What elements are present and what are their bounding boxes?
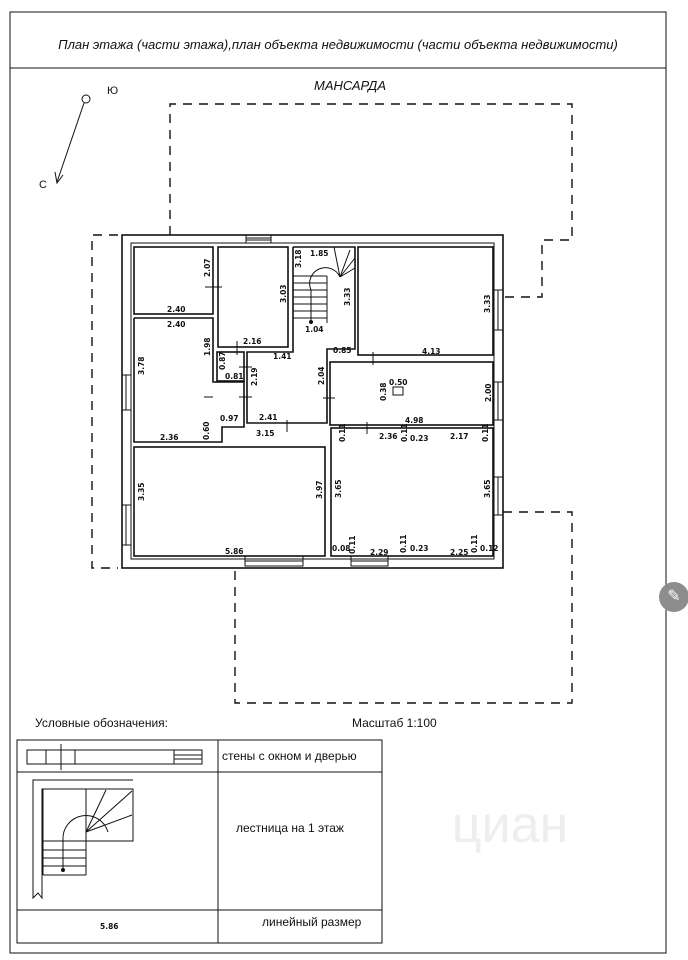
room-7 xyxy=(330,427,494,557)
compass-icon xyxy=(54,94,91,185)
dim-label: 0.12 xyxy=(480,544,499,553)
dim-label: 0.11 xyxy=(481,423,490,442)
legend-label-dimension: линейный размер xyxy=(262,915,362,929)
dim-label: 2.25 xyxy=(450,548,469,557)
dim-label: 3.18 xyxy=(294,249,303,268)
room-1 xyxy=(133,246,214,315)
dim-label: 2.36 xyxy=(160,433,179,442)
dim-label: 0.60 xyxy=(202,421,211,440)
dim-label: 0.23 xyxy=(410,434,429,443)
legend-wall-symbol xyxy=(26,744,203,770)
roof-outline-left xyxy=(91,234,118,569)
dim-label: 0.11 xyxy=(338,423,347,442)
dim-label: 0.50 xyxy=(389,378,408,387)
dim-label: 0.81 xyxy=(225,372,244,381)
chimney xyxy=(392,386,404,396)
legend-stair-symbol xyxy=(32,779,134,900)
dim-label: 2.40 xyxy=(167,320,186,329)
dim-label: 0.11 xyxy=(348,535,357,554)
dimension-labels: 2.07 2.40 2.40 3.03 1.85 3.18 3.33 1.04 … xyxy=(137,249,499,557)
dim-label: 2.19 xyxy=(250,367,259,386)
legend-table xyxy=(16,739,383,944)
dim-label: 3.03 xyxy=(279,284,288,303)
dim-label: 2.00 xyxy=(484,383,493,402)
dim-label: 3.78 xyxy=(137,356,146,375)
dim-label: 0.11 xyxy=(399,534,408,553)
dim-label: 3.35 xyxy=(137,482,146,501)
room-5 xyxy=(329,361,494,426)
edit-button[interactable]: ✎ xyxy=(659,582,688,612)
dim-label: 3.65 xyxy=(334,479,343,498)
dim-label: 0.85 xyxy=(333,346,352,355)
doors xyxy=(204,286,374,434)
room-4 xyxy=(133,317,245,443)
dim-label: 3.15 xyxy=(256,429,275,438)
dim-label: 2.41 xyxy=(259,413,278,422)
roof-outline-bottom xyxy=(234,511,573,704)
dim-label: 1.85 xyxy=(310,249,329,258)
dim-label: 0.11 xyxy=(400,423,409,442)
compass-north-label: С xyxy=(39,179,47,191)
dim-label: 0.23 xyxy=(410,544,429,553)
roof-outline-top xyxy=(169,103,573,298)
dim-label: 3.33 xyxy=(483,294,492,313)
dim-label: 0.97 xyxy=(220,414,239,423)
watermark-logo: циан xyxy=(452,796,568,854)
windows xyxy=(121,234,504,567)
room-3 xyxy=(357,246,494,356)
pencil-icon: ✎ xyxy=(667,588,681,605)
dim-label: 2.29 xyxy=(370,548,389,557)
building-walls xyxy=(121,234,504,569)
dim-label: 3.65 xyxy=(483,479,492,498)
dim-label: 2.16 xyxy=(243,337,262,346)
dim-label: 0.08 xyxy=(332,544,351,553)
staircase xyxy=(293,246,356,324)
dim-label: 0.11 xyxy=(470,534,479,553)
legend-heading: Условные обозначения: xyxy=(35,716,168,730)
legend-sample-dimension: 5.86 xyxy=(100,922,119,931)
sheet-frame xyxy=(9,11,667,954)
compass-south-label: Ю xyxy=(107,85,118,97)
room-6 xyxy=(133,446,326,557)
dim-label: 2.36 xyxy=(379,432,398,441)
dim-label: 4.13 xyxy=(422,347,441,356)
dim-label: 4.98 xyxy=(405,416,424,425)
dim-label: 3.33 xyxy=(343,287,352,306)
scale-label: Масштаб 1:100 xyxy=(352,716,437,730)
dim-label: 5.86 xyxy=(225,547,244,556)
stair-hall xyxy=(246,246,356,424)
dim-label: 1.41 xyxy=(273,352,292,361)
legend-label-walls: стены с окном и дверью xyxy=(222,749,357,763)
dim-label: 3.97 xyxy=(315,480,324,499)
dim-label: 0.38 xyxy=(379,382,388,401)
dim-label: 1.04 xyxy=(305,325,324,334)
sheet-title: План этажа (части этажа),план объекта не… xyxy=(58,37,618,52)
dim-label: 0.87 xyxy=(218,351,227,370)
floor-name: МАНСАРДА xyxy=(314,78,386,93)
dim-label: 2.17 xyxy=(450,432,469,441)
dim-label: 2.04 xyxy=(317,366,326,385)
dim-label: 1.98 xyxy=(203,337,212,356)
room-2 xyxy=(217,246,289,348)
dim-label: 2.40 xyxy=(167,305,186,314)
legend-label-stairs: лестница на 1 этаж xyxy=(236,821,344,835)
dim-label: 2.07 xyxy=(203,258,212,277)
